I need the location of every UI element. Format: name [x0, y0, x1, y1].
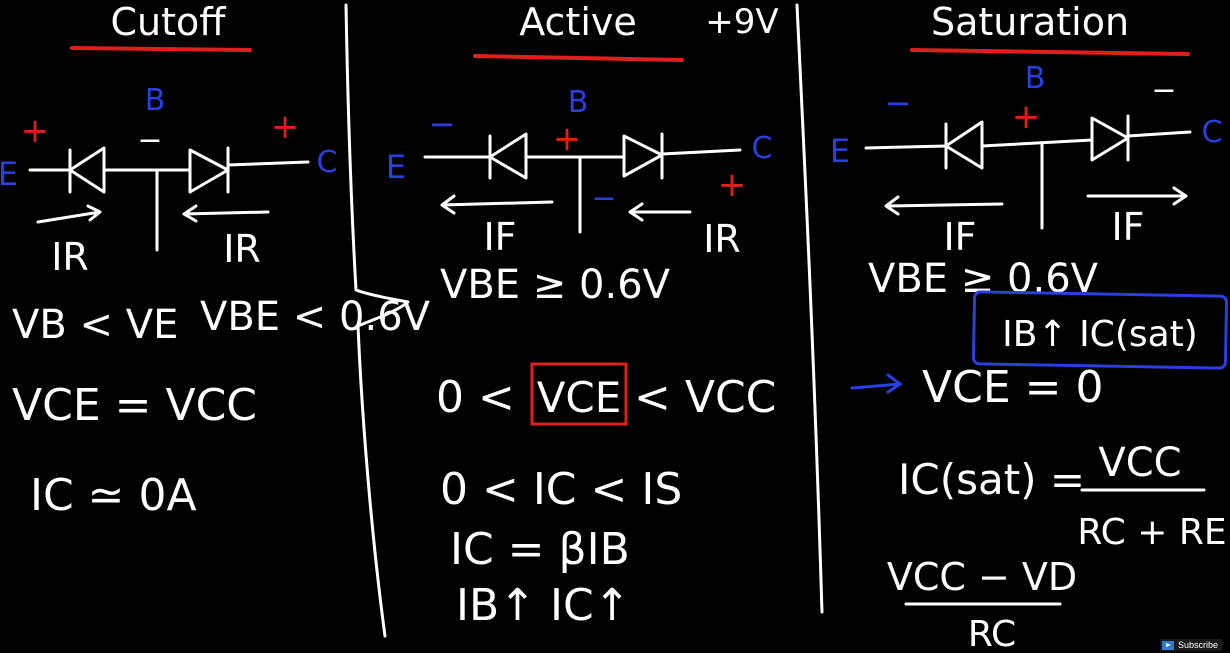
cutoff-vbe: VBE < 0.6V — [200, 294, 431, 340]
saturation-terminal-e: E — [830, 132, 850, 170]
saturation-terminal-c: C — [1202, 115, 1223, 150]
cutoff-current-right: IR — [223, 227, 261, 271]
active-vce-box — [530, 362, 628, 426]
saturation-current-left: IF — [943, 215, 976, 259]
saturation-fraction2-denominator: RC — [968, 614, 1016, 653]
active-terminal-b: B — [568, 85, 589, 120]
divider-right — [795, 3, 824, 614]
saturation-title-underline — [910, 48, 1190, 56]
active-terminal-e: E — [386, 148, 406, 186]
active-title: Active — [519, 0, 637, 44]
cutoff-terminal-e: E — [0, 155, 18, 193]
saturation-polarity-e: − — [885, 84, 912, 122]
active-ic-beta: IC = βIB — [450, 524, 630, 575]
saturation-current-right: IF — [1111, 205, 1144, 249]
saturation-terminal-b: B — [1025, 61, 1046, 96]
active-vce-box-label: VCE — [537, 373, 622, 422]
active-vbe: VBE ≥ 0.6V — [440, 262, 671, 308]
active-vce-lhs: 0 < — [436, 372, 515, 423]
saturation-fraction1-denominator: RC + RE — [1077, 512, 1226, 553]
subscribe-label: Subscribe — [1177, 640, 1218, 650]
cutoff-title: Cutoff — [111, 0, 227, 44]
saturation-fraction1-numerator: VCC — [1098, 440, 1181, 486]
cutoff-polarity-b: − — [137, 123, 162, 158]
cutoff-diode-circuit — [28, 146, 310, 252]
active-terminal-c: C — [752, 131, 773, 166]
saturation-polarity-b: + — [1012, 97, 1041, 137]
saturation-fraction2-numerator: VCC − VD — [887, 555, 1077, 599]
saturation-ib-box-label: IB↑ IC(sat) — [1002, 314, 1198, 355]
active-polarity-c: + — [718, 165, 747, 205]
cutoff-current-left: IR — [51, 235, 89, 279]
saturation-title: Saturation — [931, 0, 1129, 44]
subscribe-button[interactable]: Subscribe — [1159, 639, 1222, 651]
cutoff-vce: VCE = VCC — [12, 380, 257, 431]
saturation-ic-sat: IC(sat) = — [898, 455, 1085, 504]
active-current-right: IR — [703, 217, 741, 261]
cutoff-terminal-c: C — [317, 145, 338, 180]
active-diode-circuit — [423, 132, 742, 234]
cutoff-vb-ve: VB < VE — [12, 302, 178, 348]
active-title-underline — [473, 54, 684, 62]
cutoff-polarity-e: + — [21, 111, 50, 151]
cutoff-title-underline — [70, 46, 252, 52]
active-ib-ic: IB↑ IC↑ — [456, 580, 631, 631]
active-vce-rhs: < VCC — [634, 372, 776, 423]
saturation-vce-pointer — [850, 373, 903, 394]
divider-left — [344, 3, 410, 638]
active-current-left: IF — [483, 215, 516, 259]
active-supply: +9V — [705, 2, 778, 42]
play-icon — [1161, 640, 1174, 650]
saturation-ib-box — [971, 290, 1229, 370]
active-polarity-b-minus: − — [591, 181, 616, 216]
cutoff-polarity-c: + — [271, 107, 300, 147]
cutoff-ic: IC ≃ 0A — [30, 470, 197, 521]
saturation-diode-circuit — [864, 114, 1192, 230]
saturation-vbe: VBE ≥ 0.6V — [868, 256, 1099, 302]
cutoff-terminal-b: B — [145, 83, 166, 118]
saturation-polarity-c: − — [1151, 73, 1176, 108]
active-ic-range: 0 < IC < IS — [440, 464, 682, 515]
active-polarity-e: − — [429, 105, 456, 143]
saturation-vce: VCE = 0 — [922, 362, 1103, 413]
active-polarity-b-plus: + — [553, 119, 582, 159]
